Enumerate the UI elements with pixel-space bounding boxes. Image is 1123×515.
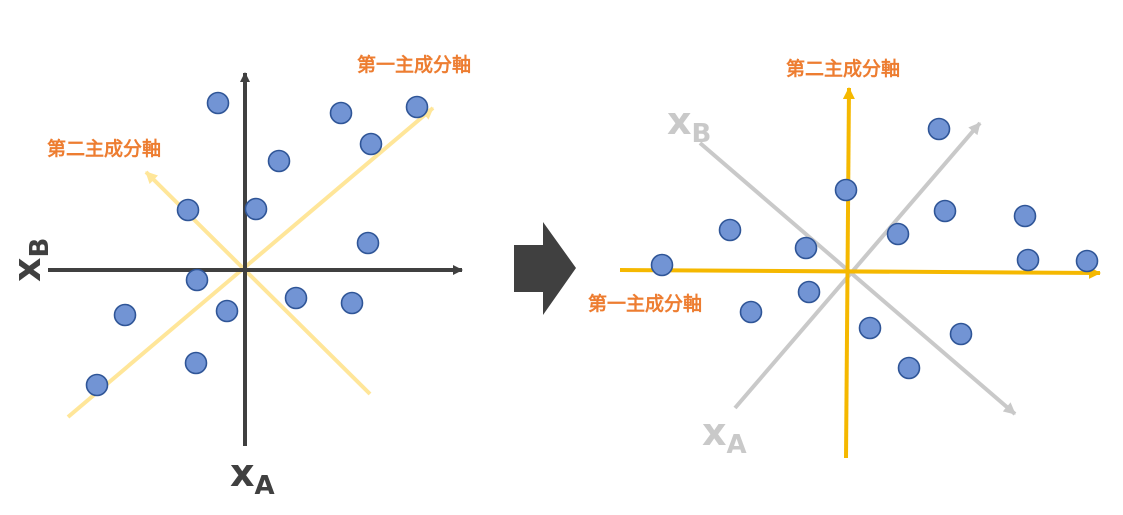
right-data-point [949, 322, 973, 346]
right-xb-label-main: x [667, 99, 692, 143]
right-data-point [858, 316, 882, 340]
left-xa-label-sub: A [255, 471, 275, 501]
left-data-point [185, 268, 209, 292]
left-xb-label-main: x [5, 257, 49, 282]
right-data-point [794, 236, 818, 260]
right-xa-label: xA [702, 410, 747, 460]
right-data-point [718, 218, 742, 242]
left-data-point [340, 291, 364, 315]
right-xa-label-main: x [702, 410, 727, 454]
left-data-point [284, 286, 308, 310]
left-data-points [85, 91, 429, 397]
left-data-point [267, 149, 291, 173]
left-data-point [85, 373, 109, 397]
left-pc2-label: 第二主成分軸 [47, 137, 161, 160]
left-data-point [206, 91, 230, 115]
left-xb-label: xB [5, 238, 55, 282]
right-data-point [650, 253, 674, 277]
left-data-point [405, 95, 429, 119]
right-data-point [739, 300, 763, 324]
left-data-point [329, 101, 353, 125]
left-data-point [176, 198, 200, 222]
left-data-point [356, 231, 380, 255]
right-pc1-axis [619, 266, 1101, 279]
right-data-point [897, 356, 921, 380]
right-xb-label: xB [667, 99, 711, 149]
right-pc2-label: 第二主成分軸 [786, 57, 900, 80]
left-panel: 第一主成分軸 第二主成分軸 xA xB [5, 53, 471, 501]
right-data-point [1075, 249, 1099, 273]
left-pc1-axis [66, 106, 435, 419]
left-xa-label-main: x [230, 451, 255, 495]
right-data-point [1016, 248, 1040, 272]
right-data-point [797, 280, 821, 304]
left-pc1-label: 第一主成分軸 [357, 53, 471, 76]
right-xb-label-sub: B [692, 119, 712, 149]
left-xa-label: xA [230, 451, 275, 501]
right-data-point [834, 178, 858, 202]
right-data-point [886, 222, 910, 246]
right-pc2-axis [842, 87, 855, 459]
left-data-point [244, 197, 268, 221]
right-xa-label-sub: A [727, 430, 747, 460]
left-data-point [215, 299, 239, 323]
left-data-point [359, 132, 383, 156]
right-panel: 第二主成分軸 第一主成分軸 xB xA [588, 57, 1101, 460]
right-xb-axis [698, 141, 1017, 416]
right-data-point [933, 199, 957, 223]
left-xb-label-sub: B [25, 238, 55, 258]
right-xa-axis [733, 121, 982, 410]
transform-arrow [514, 222, 576, 315]
right-data-point [1013, 204, 1037, 228]
right-data-points [650, 117, 1099, 380]
left-data-point [113, 303, 137, 327]
left-data-point [184, 351, 208, 375]
right-pc1-label: 第一主成分軸 [588, 292, 702, 315]
right-data-point [927, 117, 951, 141]
